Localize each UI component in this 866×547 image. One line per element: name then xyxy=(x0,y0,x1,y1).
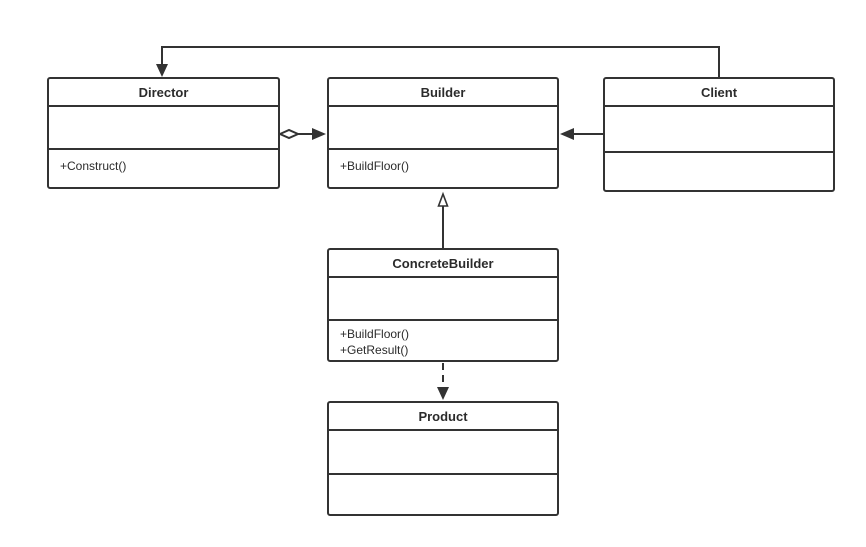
class-attributes xyxy=(329,431,557,475)
operation: +BuildFloor() xyxy=(340,159,410,173)
hollow-triangle-icon xyxy=(437,191,449,207)
operation: +GetResult() xyxy=(340,343,409,357)
class-operations: +BuildFloor() +GetResult() xyxy=(329,321,557,360)
class-attributes xyxy=(329,278,557,321)
arrowhead-icon xyxy=(437,387,449,400)
class-operations: +BuildFloor() xyxy=(329,150,557,187)
concretebuilder-product-dependency xyxy=(437,363,449,400)
arrowhead-icon xyxy=(156,64,168,77)
class-operations xyxy=(329,475,557,514)
client-builder-association xyxy=(560,128,603,140)
class-operations xyxy=(605,153,833,190)
class-attributes xyxy=(49,107,278,150)
class-concrete-builder[interactable]: ConcreteBuilder +BuildFloor() +GetResult… xyxy=(327,248,559,362)
arrowhead-icon xyxy=(312,128,326,140)
class-operations: +Construct() xyxy=(49,150,278,187)
class-attributes xyxy=(605,107,833,153)
concretebuilder-builder-generalization xyxy=(437,191,449,248)
class-name: Product xyxy=(329,403,557,431)
aggregation-diamond-icon xyxy=(277,128,301,140)
director-builder-aggregation xyxy=(277,128,326,140)
class-name: Director xyxy=(49,79,278,107)
class-client[interactable]: Client xyxy=(603,77,835,192)
operation: +Construct() xyxy=(60,159,127,173)
class-name: Client xyxy=(605,79,833,107)
class-product[interactable]: Product xyxy=(327,401,559,516)
class-name: ConcreteBuilder xyxy=(329,250,557,278)
arrowhead-icon xyxy=(560,128,574,140)
class-director[interactable]: Director +Construct() xyxy=(47,77,280,189)
class-builder[interactable]: Builder +BuildFloor() xyxy=(327,77,559,189)
class-name: Builder xyxy=(329,79,557,107)
client-director-association xyxy=(156,46,720,77)
class-attributes xyxy=(329,107,557,150)
operation: +BuildFloor() xyxy=(340,327,410,341)
